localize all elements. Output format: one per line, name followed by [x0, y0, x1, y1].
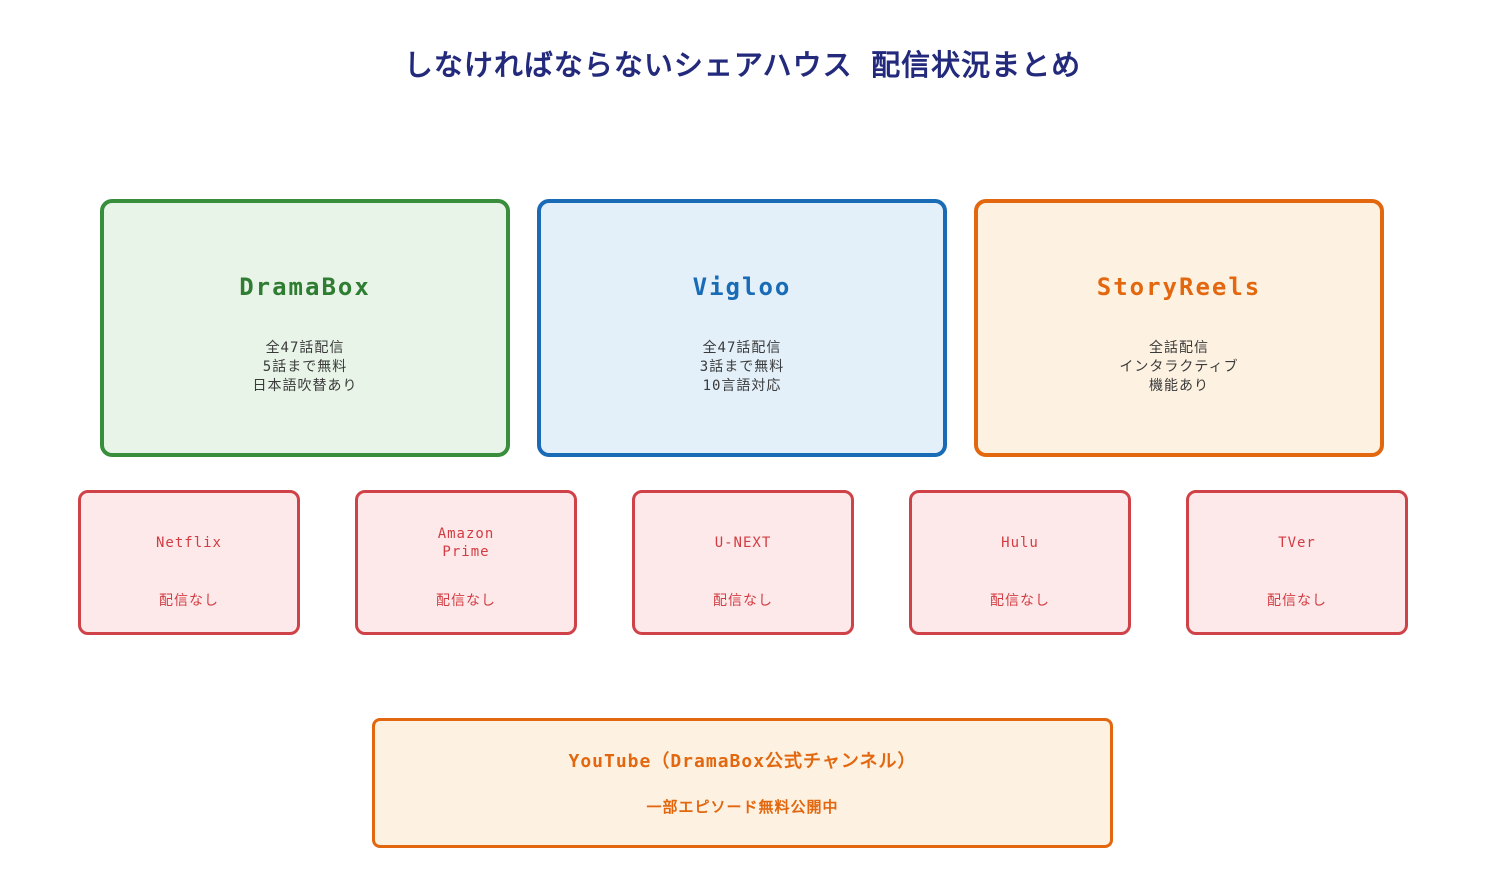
status-text: 配信なし [159, 593, 219, 609]
service-name: U-NEXT [714, 535, 772, 551]
unavailable-card-netflix: Netflix 配信なし [78, 490, 300, 635]
detail-line: 日本語吹替あり [252, 378, 358, 394]
platform-card-vigloo: Vigloo 全47話配信 3話まで無料 10言語対応 [537, 199, 947, 457]
youtube-subtitle: 一部エピソード無料公開中 [646, 798, 839, 816]
detail-line: 全話配信 [1149, 340, 1209, 356]
platform-details: 全47話配信 3話まで無料 10言語対応 [541, 339, 943, 396]
platform-name: DramaBox [239, 273, 371, 301]
service-name: Netflix [155, 535, 222, 551]
detail-line: 10言語対応 [702, 378, 782, 394]
detail-line: 全47話配信 [702, 340, 782, 356]
status-text: 配信なし [1267, 593, 1327, 609]
detail-line: 機能あり [1149, 378, 1209, 394]
detail-line: インタラクティブ [1119, 359, 1239, 375]
page-title: しなければならないシェアハウス 配信状況まとめ [403, 48, 1082, 82]
platform-card-dramabox: DramaBox 全47話配信 5話まで無料 日本語吹替あり [100, 199, 510, 457]
youtube-title: YouTube（DramaBox公式チャンネル） [568, 751, 917, 772]
unavailable-card-row: Netflix 配信なし Amazon Prime 配信なし U-NEXT 配信… [78, 490, 1408, 635]
detail-line: 5話まで無料 [262, 359, 348, 375]
unavailable-card-hulu: Hulu 配信なし [909, 490, 1131, 635]
youtube-card: YouTube（DramaBox公式チャンネル） 一部エピソード無料公開中 [372, 718, 1113, 848]
platform-name: StoryReels [1096, 273, 1262, 301]
platform-card-storyreels: StoryReels 全話配信 インタラクティブ 機能あり [974, 199, 1384, 457]
detail-line: 全47話配信 [265, 340, 345, 356]
platform-details: 全話配信 インタラクティブ 機能あり [978, 339, 1380, 396]
platform-name: Vigloo [692, 273, 792, 301]
unavailable-card-unext: U-NEXT 配信なし [632, 490, 854, 635]
status-text: 配信なし [436, 593, 496, 609]
service-name: Amazon Prime [437, 526, 495, 560]
status-text: 配信なし [990, 593, 1050, 609]
service-name: TVer [1278, 535, 1316, 551]
unavailable-card-amazon-prime: Amazon Prime 配信なし [355, 490, 577, 635]
platform-card-row: DramaBox 全47話配信 5話まで無料 日本語吹替あり Vigloo 全4… [100, 199, 1384, 457]
detail-line: 3話まで無料 [699, 359, 785, 375]
service-name: Hulu [1001, 535, 1039, 551]
platform-details: 全47話配信 5話まで無料 日本語吹替あり [104, 339, 506, 396]
status-text: 配信なし [713, 593, 773, 609]
unavailable-card-tver: TVer 配信なし [1186, 490, 1408, 635]
